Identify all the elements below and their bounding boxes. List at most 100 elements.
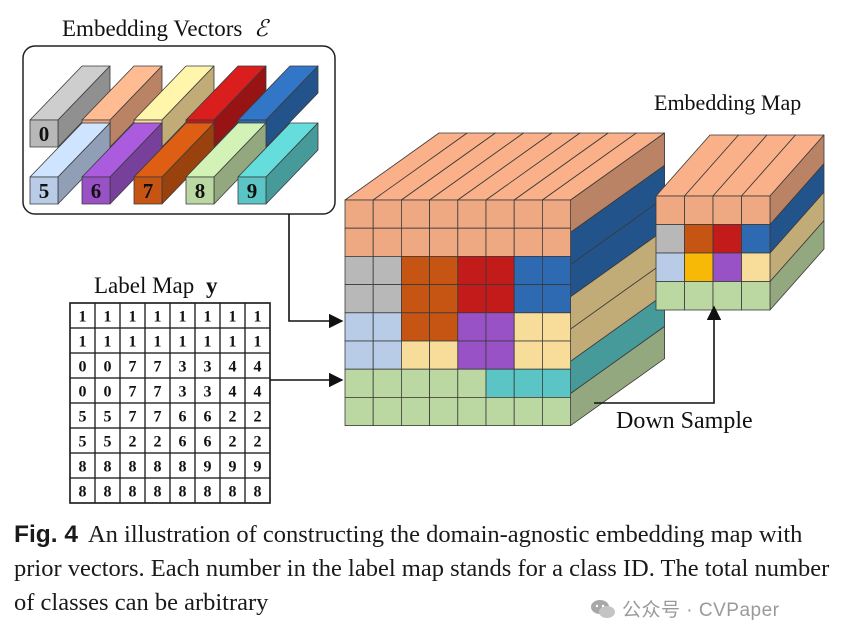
embedding-volume-cell	[400, 199, 430, 229]
embedding-volume-cell	[485, 284, 515, 314]
embedding-volume-cell	[457, 340, 487, 370]
label-map-value: 1	[154, 309, 162, 326]
label-map-value: 8	[79, 484, 87, 501]
label-map-value: 0	[79, 384, 87, 401]
label-map-value: 7	[129, 359, 137, 376]
label-map-symbol: y	[206, 273, 218, 298]
label-map-value: 2	[154, 434, 162, 451]
embedding-volume-cell	[542, 284, 572, 314]
label-map-value: 0	[79, 359, 87, 376]
embedding-volume-cell	[513, 227, 543, 257]
label-map-value: 5	[104, 434, 112, 451]
embedding-vector-front	[237, 176, 267, 205]
embedding-volume-cell	[400, 227, 430, 257]
label-map-value: 6	[204, 434, 212, 451]
embedding-volume-cell	[400, 255, 430, 285]
embedding-volume-cell	[485, 368, 515, 398]
embedding-volume-cell	[542, 368, 572, 398]
embedding-volume-cell	[372, 199, 402, 229]
embedding-volume-cell	[372, 284, 402, 314]
embedding-volume-cell	[542, 227, 572, 257]
embedding-volume-cube	[344, 132, 665, 427]
embedding-map-cell	[655, 252, 685, 282]
label-map-value: 7	[129, 409, 137, 426]
embedding-vector-label: 6	[91, 179, 102, 203]
embedding-vector-front	[81, 176, 111, 205]
label-map-value: 1	[79, 334, 87, 351]
label-map-value: 2	[129, 434, 137, 451]
label-map-value: 7	[154, 384, 162, 401]
embedding-volume-cell	[485, 396, 515, 426]
label-map-value: 3	[204, 359, 212, 376]
embedding-vector-label: 0	[39, 122, 50, 146]
label-map-value: 1	[104, 334, 112, 351]
label-map-value: 8	[104, 484, 112, 501]
label-map-value: 1	[254, 309, 262, 326]
label-map-value: 2	[254, 434, 262, 451]
label-map-value: 4	[254, 384, 262, 401]
embedding-volume-cell	[344, 284, 374, 314]
label-map-value: 1	[154, 334, 162, 351]
label-map-value: 2	[229, 409, 237, 426]
label-map-value: 8	[129, 459, 137, 476]
embedding-volume-cell	[513, 284, 543, 314]
embedding-vector-8: 8	[185, 122, 267, 205]
label-map-value: 7	[129, 384, 137, 401]
label-map-value: 4	[229, 384, 237, 401]
label-map-value: 7	[154, 409, 162, 426]
embedding-vector-label: 7	[143, 179, 154, 203]
embedding-volume-cell	[457, 368, 487, 398]
embedding-volume-cell	[542, 340, 572, 370]
caption-text: An illustration of constructing the doma…	[14, 521, 830, 616]
embedding-volume-cell	[457, 396, 487, 426]
embedding-volume-cell	[485, 340, 515, 370]
embedding-volume-cell	[372, 340, 402, 370]
embedding-volume-cell	[542, 255, 572, 285]
embedding-map-cell	[712, 252, 742, 282]
embedding-volume-cell	[372, 255, 402, 285]
label-map-value: 0	[104, 359, 112, 376]
embedding-volume-cell	[457, 255, 487, 285]
label-map-value: 7	[154, 359, 162, 376]
label-map-value: 8	[229, 484, 237, 501]
embedding-volume-cell	[372, 227, 402, 257]
embedding-vector-7: 7	[133, 122, 215, 205]
label-map-value: 5	[79, 409, 87, 426]
embedding-volume-cell	[457, 284, 487, 314]
label-map-value: 3	[204, 384, 212, 401]
embedding-volume-cell	[429, 340, 459, 370]
embedding-map-cell	[741, 252, 771, 282]
embedding-volume-cell	[429, 284, 459, 314]
embedding-map-cell	[684, 252, 714, 282]
embedding-map-cell	[684, 281, 714, 311]
embedding-volume-cell	[344, 255, 374, 285]
embedding-map-cell	[741, 281, 771, 311]
embedding-volume-cell	[485, 199, 515, 229]
label-map-value: 1	[229, 334, 237, 351]
embedding-map-cell	[684, 195, 714, 225]
label-map-value: 8	[129, 484, 137, 501]
label-map-value: 1	[129, 334, 137, 351]
label-map-value: 8	[204, 484, 212, 501]
embedding-volume-cell	[542, 312, 572, 342]
embedding-volume-cell	[429, 396, 459, 426]
label-map-value: 1	[204, 309, 212, 326]
embedding-vector-5: 5	[29, 122, 111, 205]
label-map-value: 8	[179, 459, 187, 476]
label-map-value: 6	[204, 409, 212, 426]
label-map-value: 5	[104, 409, 112, 426]
embedding-volume-cell	[400, 396, 430, 426]
embedding-map-cell	[655, 224, 685, 254]
label-map-value: 8	[254, 484, 262, 501]
label-map-value: 1	[254, 334, 262, 351]
label-map-value: 9	[254, 459, 262, 476]
embedding-vector-0: 0	[29, 65, 111, 148]
embedding-map-cell	[712, 224, 742, 254]
embedding-volume-cell	[485, 312, 515, 342]
label-map-value: 8	[179, 484, 187, 501]
embedding-map-cell	[684, 224, 714, 254]
label-map-value: 8	[154, 484, 162, 501]
embedding-volume-cell	[372, 312, 402, 342]
